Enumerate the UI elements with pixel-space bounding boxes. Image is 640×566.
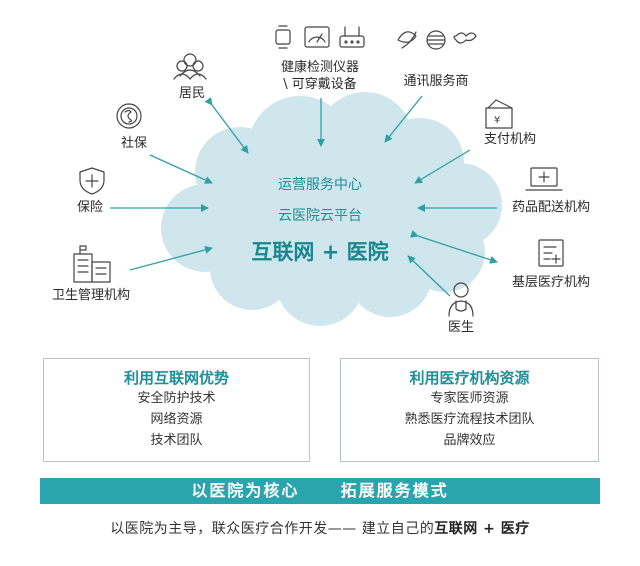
arrow-social-security	[149, 154, 213, 184]
cloud-line-operations-center: 运营服务中心	[278, 177, 362, 193]
wearable-watch-icon	[275, 25, 291, 49]
node-label-pharmacy-delivery: 药品配送机构	[511, 200, 591, 215]
panel-item: 安全防护技术	[137, 391, 216, 406]
panel-internet-advantages: 利用互联网优势 安全防护技术 网络资源 技术团队	[43, 358, 310, 462]
footer-statement: 以医院为主导，联众医疗合作开发—— 建立自己的互联网 + 医疗	[0, 518, 640, 538]
node-label-health-admin: 卫生管理机构	[51, 288, 131, 303]
panel-title-internet-advantages: 利用互联网优势	[123, 369, 229, 387]
node-label-insurance: 保险	[76, 200, 104, 215]
panel-item: 专家医师资源	[430, 391, 509, 406]
banner-part-expand-services: 拓展服务模式	[340, 481, 449, 500]
arrow-telecom	[384, 95, 423, 143]
cloud-line-cloud-platform: 云医院云平台	[278, 208, 362, 224]
core-banner: 以医院为核心 拓展服务模式	[40, 478, 600, 504]
router-device-icon	[339, 26, 365, 48]
node-label-health-devices-2: \ 可穿戴设备	[283, 77, 357, 92]
gauge-meter-icon	[304, 26, 330, 48]
wallet-yen-icon: ¥	[485, 99, 513, 129]
doctor-icon	[448, 282, 474, 317]
panel-medical-resources: 利用医疗机构资源 专家医师资源 熟悉医疗流程技术团队 品牌效应	[340, 358, 599, 462]
node-label-residents: 居民	[178, 86, 206, 101]
svg-text:¥: ¥	[494, 115, 500, 126]
node-label-doctor: 医生	[447, 320, 475, 335]
panel-item: 品牌效应	[443, 433, 496, 448]
arrow-doctor	[407, 255, 451, 297]
arrow-primary-care	[410, 230, 498, 264]
node-label-health-devices-1: 健康检测仪器	[280, 60, 360, 75]
panel-title-medical-resources: 利用医疗机构资源	[409, 369, 530, 387]
node-label-payment: 支付机构	[483, 132, 537, 147]
medical-document-icon	[538, 239, 564, 267]
arrow-payment	[414, 149, 471, 184]
people-group-icon	[173, 53, 207, 80]
node-label-telecom: 通讯服务商	[403, 74, 469, 89]
arrow-residents	[204, 97, 249, 154]
node-label-social-security: 社保	[120, 136, 148, 151]
telecom-logos-icon	[397, 30, 477, 50]
cloud-shape	[161, 92, 502, 326]
admin-building-icon	[73, 245, 111, 283]
footer-bold-internet-medical: 互联网 + 医疗	[434, 521, 530, 537]
cloud-line-internet-hospital: 互联网 + 医院	[251, 240, 389, 264]
node-label-primary-care: 基层医疗机构	[511, 275, 591, 290]
laptop-medical-icon	[525, 167, 563, 191]
banner-part-hospital-core: 以医院为核心	[191, 481, 300, 500]
footer-prefix: 以医院为主导，联众医疗合作开发—— 建立自己的	[110, 521, 435, 537]
panel-item: 网络资源	[150, 412, 203, 427]
panel-item: 熟悉医疗流程技术团队	[404, 412, 535, 427]
arrow-health-admin	[129, 245, 213, 271]
shield-plus-icon	[79, 167, 105, 195]
panel-item: 技术团队	[150, 433, 203, 448]
social-security-logo-icon	[116, 103, 142, 129]
